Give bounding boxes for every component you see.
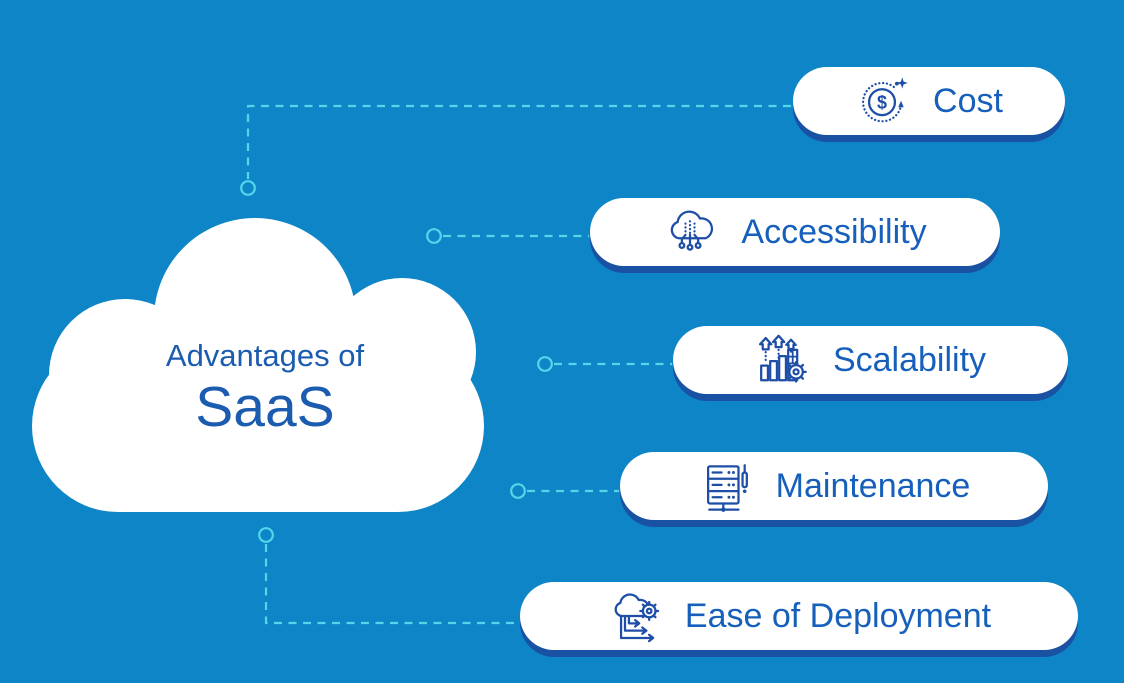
coin-refresh-icon: $ — [862, 77, 908, 123]
cloud-title-line1: Advantages of — [165, 338, 365, 373]
connector-dot-accessibility — [426, 228, 442, 244]
advantage-pill-cost: $ Cost — [793, 67, 1065, 135]
advantage-pill-maintenance: Maintenance — [620, 452, 1048, 520]
advantage-label: Cost — [933, 81, 1003, 120]
server-screwdriver-icon — [706, 464, 748, 512]
cloud-title: Advantages of SaaS — [110, 338, 420, 438]
advantage-label: Scalability — [832, 340, 987, 379]
connector-dot-maintenance — [510, 483, 526, 499]
connector-cost — [246, 104, 791, 179]
connector-dot-scalability — [537, 356, 553, 372]
svg-text:$: $ — [877, 92, 887, 112]
connector-dot-cost — [240, 180, 256, 196]
growth-bars-gear-icon — [758, 334, 807, 383]
cloud-shape — [32, 218, 484, 512]
advantage-pill-accessibility: Accessibility — [590, 198, 1000, 266]
cloud-deploy-arrows-icon — [614, 593, 660, 643]
cloud-network-icon — [671, 210, 714, 251]
connector-ease — [264, 544, 519, 625]
advantage-pill-scalability: Scalability — [673, 326, 1068, 394]
cloud-title-line2: SaaS — [195, 375, 335, 439]
advantage-label: Maintenance — [775, 466, 971, 505]
advantage-pill-ease-of-deployment: Ease of Deployment — [520, 582, 1078, 650]
advantage-label: Ease of Deployment — [684, 596, 992, 635]
connector-dot-ease — [258, 527, 274, 543]
advantage-label: Accessibility — [741, 212, 927, 251]
